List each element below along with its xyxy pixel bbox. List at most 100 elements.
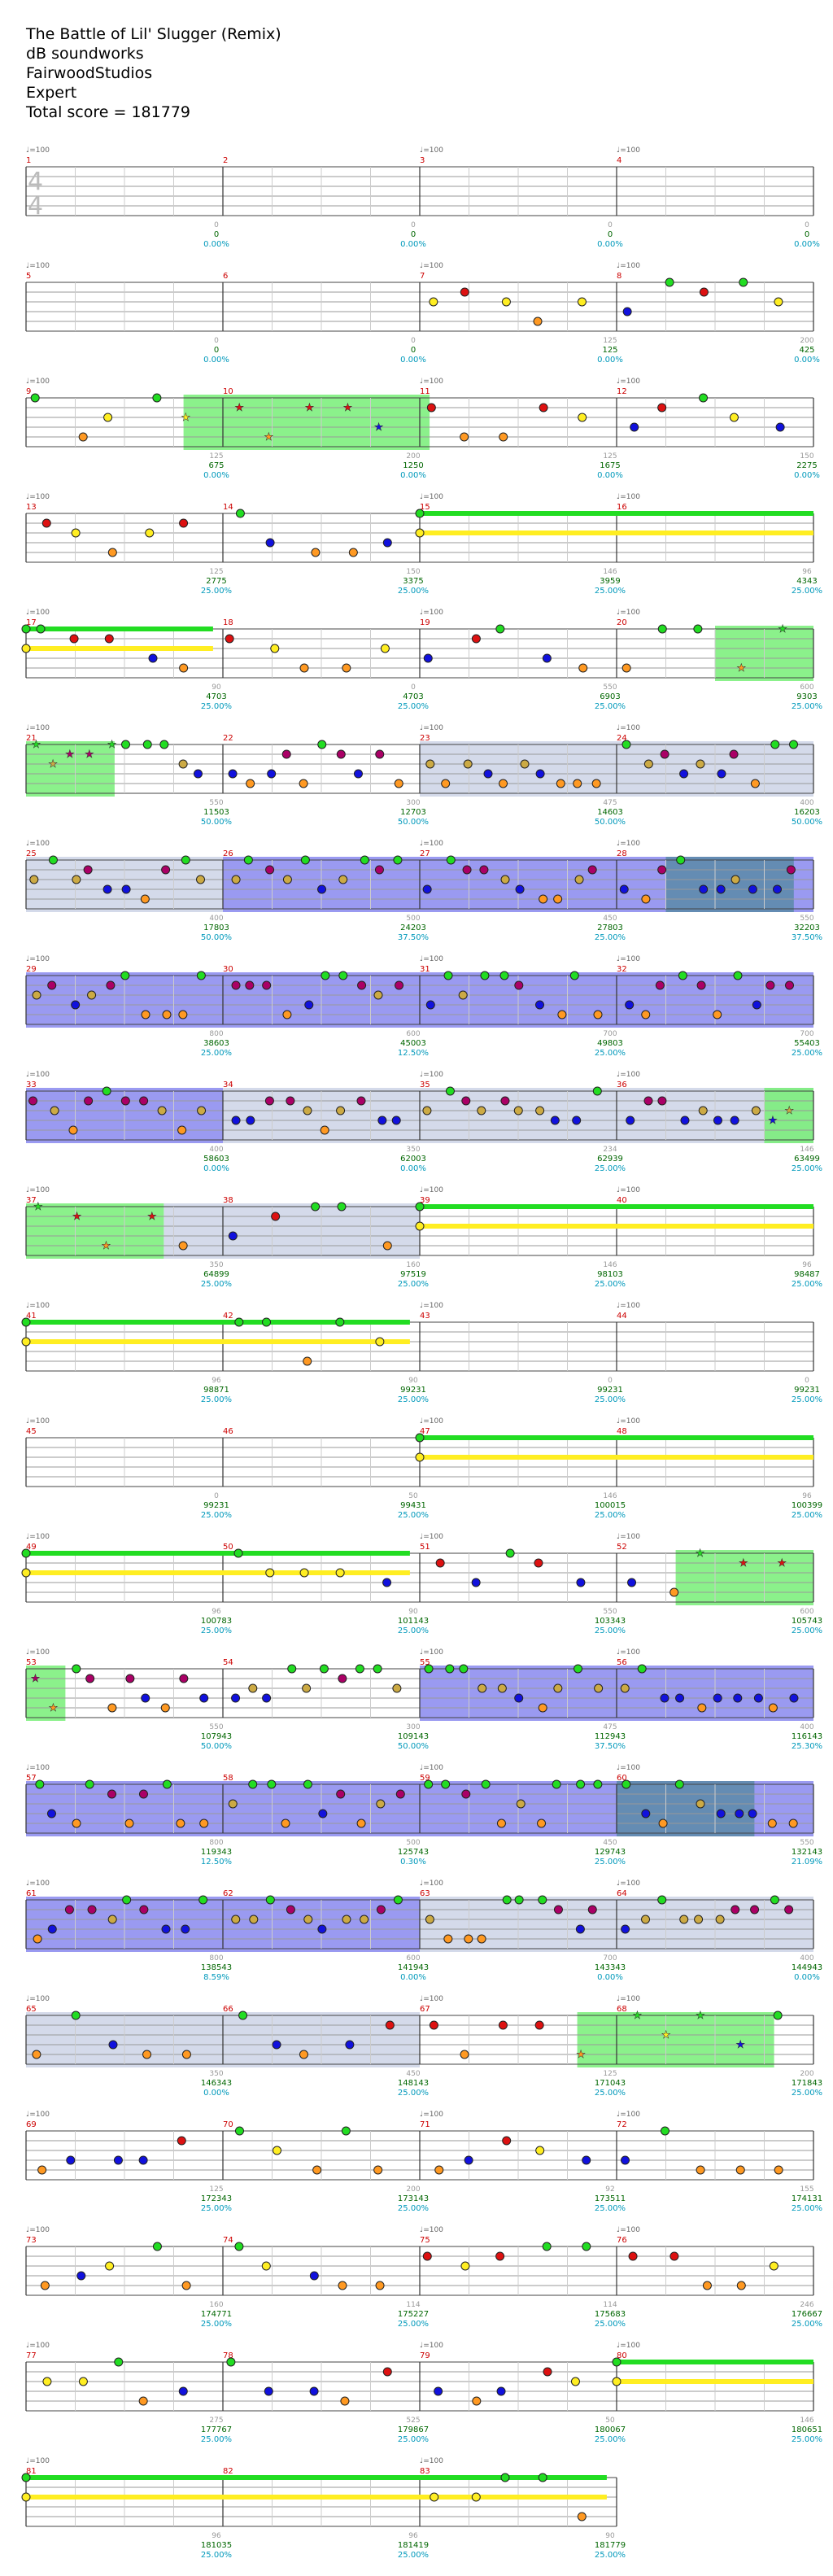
tempo-marker: ♩=100: [26, 1071, 50, 1079]
star-note: ★: [72, 1211, 82, 1223]
note-gem: [612, 2377, 621, 2386]
measure-sustain-count: 125: [209, 568, 223, 576]
section-highlight: [617, 1781, 755, 1836]
note-gem: [495, 624, 505, 634]
note-gem: [303, 1915, 313, 1924]
measure-number: 6: [223, 272, 228, 281]
measure-number: 75: [420, 2236, 430, 2245]
star-note: ★: [576, 2049, 586, 2061]
tempo-marker: ♩=100: [420, 2457, 443, 2465]
note-gem: [587, 865, 597, 875]
note-gem: [739, 277, 748, 287]
note-gem: [264, 1096, 274, 1106]
note-gem: [299, 779, 308, 788]
note-gem: [621, 663, 631, 673]
note-gem: [345, 2040, 355, 2050]
note-gem: [717, 769, 726, 779]
note-gem: [415, 1221, 425, 1231]
note-gem: [76, 2271, 86, 2281]
note-gem: [612, 2357, 621, 2367]
note-gem: [376, 1799, 386, 1809]
note-gem: [377, 1116, 387, 1125]
measure-starpower-percent: 50.00%: [792, 818, 822, 827]
measure-number: 36: [617, 1081, 627, 1089]
note-gem: [342, 663, 351, 673]
tempo-marker: ♩=100: [26, 955, 50, 963]
note-gem: [657, 624, 667, 634]
tempo-marker: ♩=100: [617, 955, 640, 963]
measure-number: 57: [26, 1774, 37, 1783]
note-gem: [415, 509, 425, 518]
tempo-marker: ♩=100: [617, 1302, 640, 1310]
note-gem: [385, 2020, 395, 2030]
note-gem: [788, 1818, 798, 1828]
measure-starpower-percent: 25.00%: [201, 2320, 232, 2329]
tempo-marker: ♩=100: [617, 1533, 640, 1541]
tempo-marker: ♩=100: [617, 1880, 640, 1888]
tempo-marker: ♩=100: [26, 146, 50, 155]
note-gem: [502, 1895, 512, 1905]
measure-starpower-percent: 25.00%: [201, 1511, 232, 1520]
note-gem: [36, 624, 46, 634]
measure-sustain-count: 96: [212, 1608, 221, 1616]
measure-sustain-count: 350: [209, 1261, 223, 1269]
note-gem: [499, 432, 508, 442]
measure-starpower-percent: 0.00%: [203, 356, 229, 365]
measure-starpower-percent: 25.00%: [201, 1626, 232, 1635]
tempo-marker: ♩=100: [617, 2226, 640, 2234]
note-gem: [542, 653, 552, 663]
measure-sustain-count: 400: [800, 799, 813, 807]
note-gem: [443, 971, 453, 980]
star-note: ★: [374, 421, 384, 434]
note-gem: [83, 865, 93, 875]
measure-score: 148143: [398, 2079, 429, 2088]
measure-sustain-count: 150: [406, 568, 420, 576]
note-gem: [302, 1683, 312, 1693]
tempo-marker: ♩=100: [617, 2111, 640, 2119]
measure-starpower-percent: 25.00%: [398, 702, 429, 711]
note-gem: [32, 990, 41, 1000]
note-gem: [702, 2281, 712, 2290]
measure-starpower-percent: 25.00%: [792, 2435, 822, 2444]
note-gem: [748, 1809, 757, 1818]
measure-starpower-percent: 25.00%: [201, 702, 232, 711]
note-gem: [499, 971, 509, 980]
note-gem: [643, 759, 653, 769]
note-gem: [356, 1096, 366, 1106]
measure-sustain-count: 146: [800, 1146, 813, 1154]
measure-number: 62: [223, 1889, 233, 1898]
measure-score: 173143: [398, 2194, 429, 2203]
note-gem: [593, 1010, 603, 1019]
measure-score: 129743: [595, 1848, 626, 1857]
measure-score: 112943: [595, 1732, 626, 1741]
note-gem: [152, 393, 162, 403]
measure-number: 51: [420, 1543, 430, 1552]
measure-starpower-percent: 25.00%: [595, 1511, 626, 1520]
note-gem: [103, 413, 113, 422]
note-gem: [622, 307, 632, 317]
measure-number: 29: [26, 965, 37, 974]
measure-score: 146343: [201, 2079, 232, 2088]
measure-number: 38: [223, 1196, 233, 1205]
note-gem: [243, 855, 253, 865]
measure-sustain-count: 0: [608, 221, 613, 229]
note-gem: [199, 1818, 209, 1828]
note-gem: [148, 653, 158, 663]
star-note: ★: [33, 1201, 43, 1213]
note-gem: [318, 1809, 328, 1818]
note-gem: [693, 624, 703, 634]
measure-sustain-count: 300: [406, 1723, 420, 1731]
note-gem: [21, 1317, 31, 1327]
note-gem: [415, 528, 425, 538]
note-gem: [514, 1895, 524, 1905]
measure-starpower-percent: 12.50%: [398, 1049, 429, 1058]
note-gem: [516, 1799, 526, 1809]
measure-starpower-percent: 0.00%: [203, 471, 229, 480]
note-gem: [699, 393, 709, 403]
note-gem: [357, 980, 367, 990]
note-gem: [441, 779, 451, 788]
note-gem: [425, 1915, 434, 1924]
tempo-marker: ♩=100: [420, 1764, 443, 1772]
note-gem: [178, 2386, 188, 2396]
note-gem: [582, 2155, 591, 2165]
